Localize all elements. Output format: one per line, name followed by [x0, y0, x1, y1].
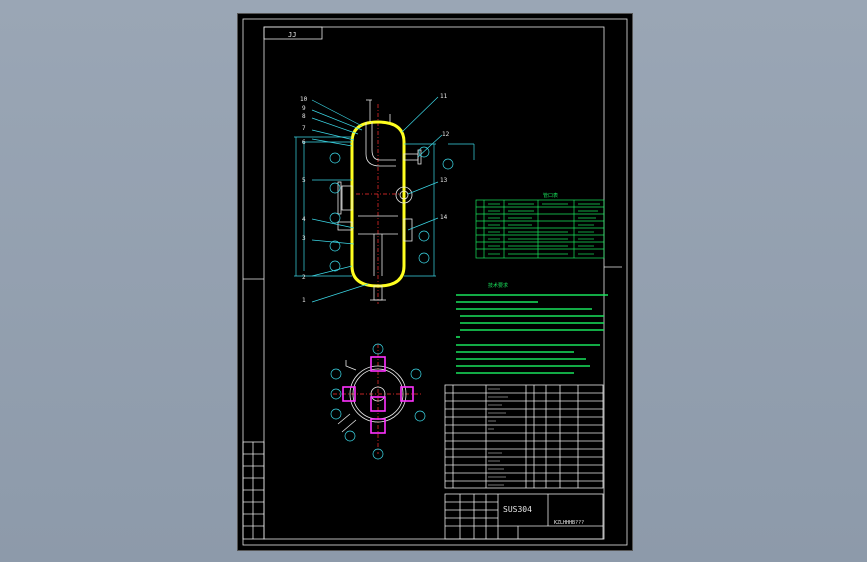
parts-list [444, 384, 604, 489]
balloon-2: 2 [302, 274, 306, 281]
vessel-elevation [337, 99, 422, 304]
drawing-code: KZLHHHB??? [554, 520, 584, 526]
vessel-shell [350, 120, 406, 288]
balloon-leaders [311, 96, 454, 303]
balloon-1: 1 [302, 297, 306, 304]
tech-requirements: 技术要求 [456, 282, 608, 374]
balloon-8: 8 [302, 113, 306, 120]
title-block: SUS304 KZLHHHB??? [444, 493, 604, 540]
balloon-5: 5 [302, 177, 306, 184]
sheet-id: JJ [288, 31, 296, 39]
plan-shell-outer [349, 365, 407, 423]
outer-border [242, 18, 628, 546]
sheet-id-box [263, 26, 323, 40]
material-text: SUS304 [503, 505, 532, 514]
inner-border [263, 26, 605, 540]
cad-viewport[interactable]: JJ [237, 13, 633, 551]
drawing-canvas: JJ [242, 18, 628, 546]
nozzle-table: 管口表 [475, 192, 605, 259]
balloon-14: 14 [440, 214, 448, 221]
left-revision-strip [242, 441, 265, 540]
balloon-12: 12 [442, 131, 450, 138]
balloon-10: 10 [300, 96, 308, 103]
balloon-labels: 1 2 3 4 5 6 7 8 9 10 11 12 13 14 [300, 93, 450, 304]
tech-req-title: 技术要求 [488, 282, 508, 289]
dimension-lines [294, 136, 475, 277]
plan-view [330, 343, 426, 460]
balloon-11: 11 [440, 93, 448, 100]
balloon-7: 7 [302, 125, 306, 132]
balloon-3: 3 [302, 235, 306, 242]
balloon-4: 4 [302, 216, 306, 223]
balloon-9: 9 [302, 105, 306, 112]
balloon-13: 13 [440, 177, 448, 184]
nozzle-table-title: 管口表 [543, 192, 558, 199]
balloon-6: 6 [302, 139, 306, 146]
